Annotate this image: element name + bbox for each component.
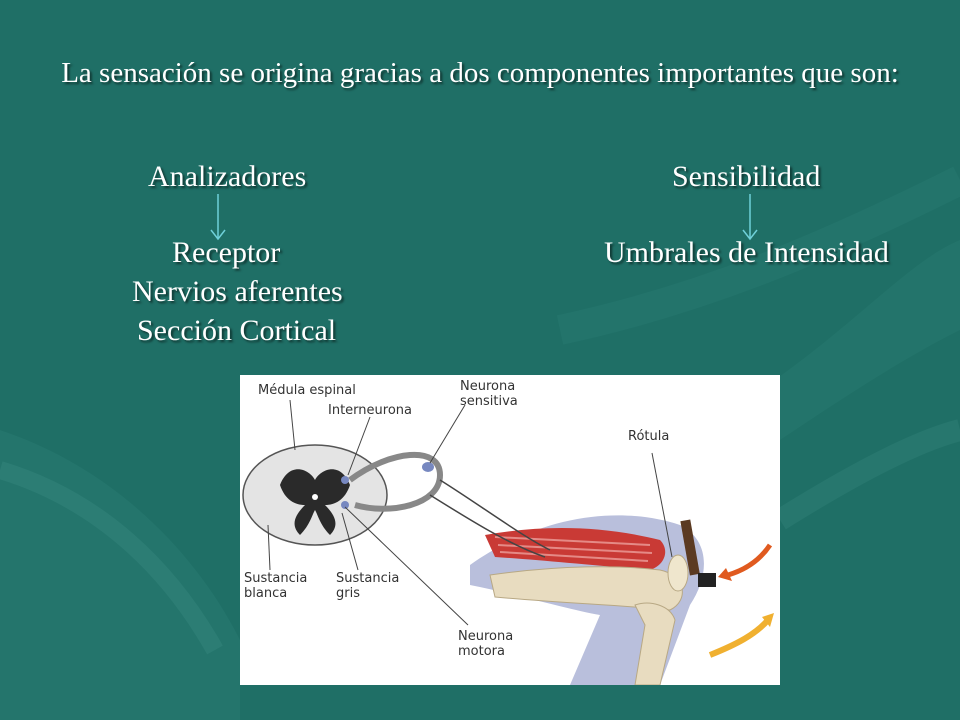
left-item-receptor: Receptor [172,236,281,269]
reflex-arc-illustration [242,399,774,685]
slide-title: La sensación se origina gracias a dos co… [61,57,899,89]
label-neurona-motora: Neurona motora [458,629,514,659]
left-item-seccion: Sección Cortical [137,314,337,347]
label-interneurona: Interneurona [328,403,412,418]
left-heading: Analizadores [148,160,307,193]
right-item-umbrales: Umbrales de Intensidad [604,236,889,269]
right-heading: Sensibilidad [672,160,821,193]
label-rotula: Rótula [628,429,670,444]
label-sustancia-gris: Sustancia gris [336,571,400,601]
label-neurona-sensitiva: Neurona sensitiva [460,379,518,409]
left-item-nervios: Nervios aferentes [132,275,343,308]
arrow-down-left-icon [210,194,226,241]
arrow-down-right-icon [742,194,758,241]
reflex-arc-figure: Médula espinal Interneurona Neurona sens… [240,375,780,685]
label-medula-espinal: Médula espinal [258,383,356,398]
label-sustancia-blanca: Sustancia blanca [244,571,308,601]
